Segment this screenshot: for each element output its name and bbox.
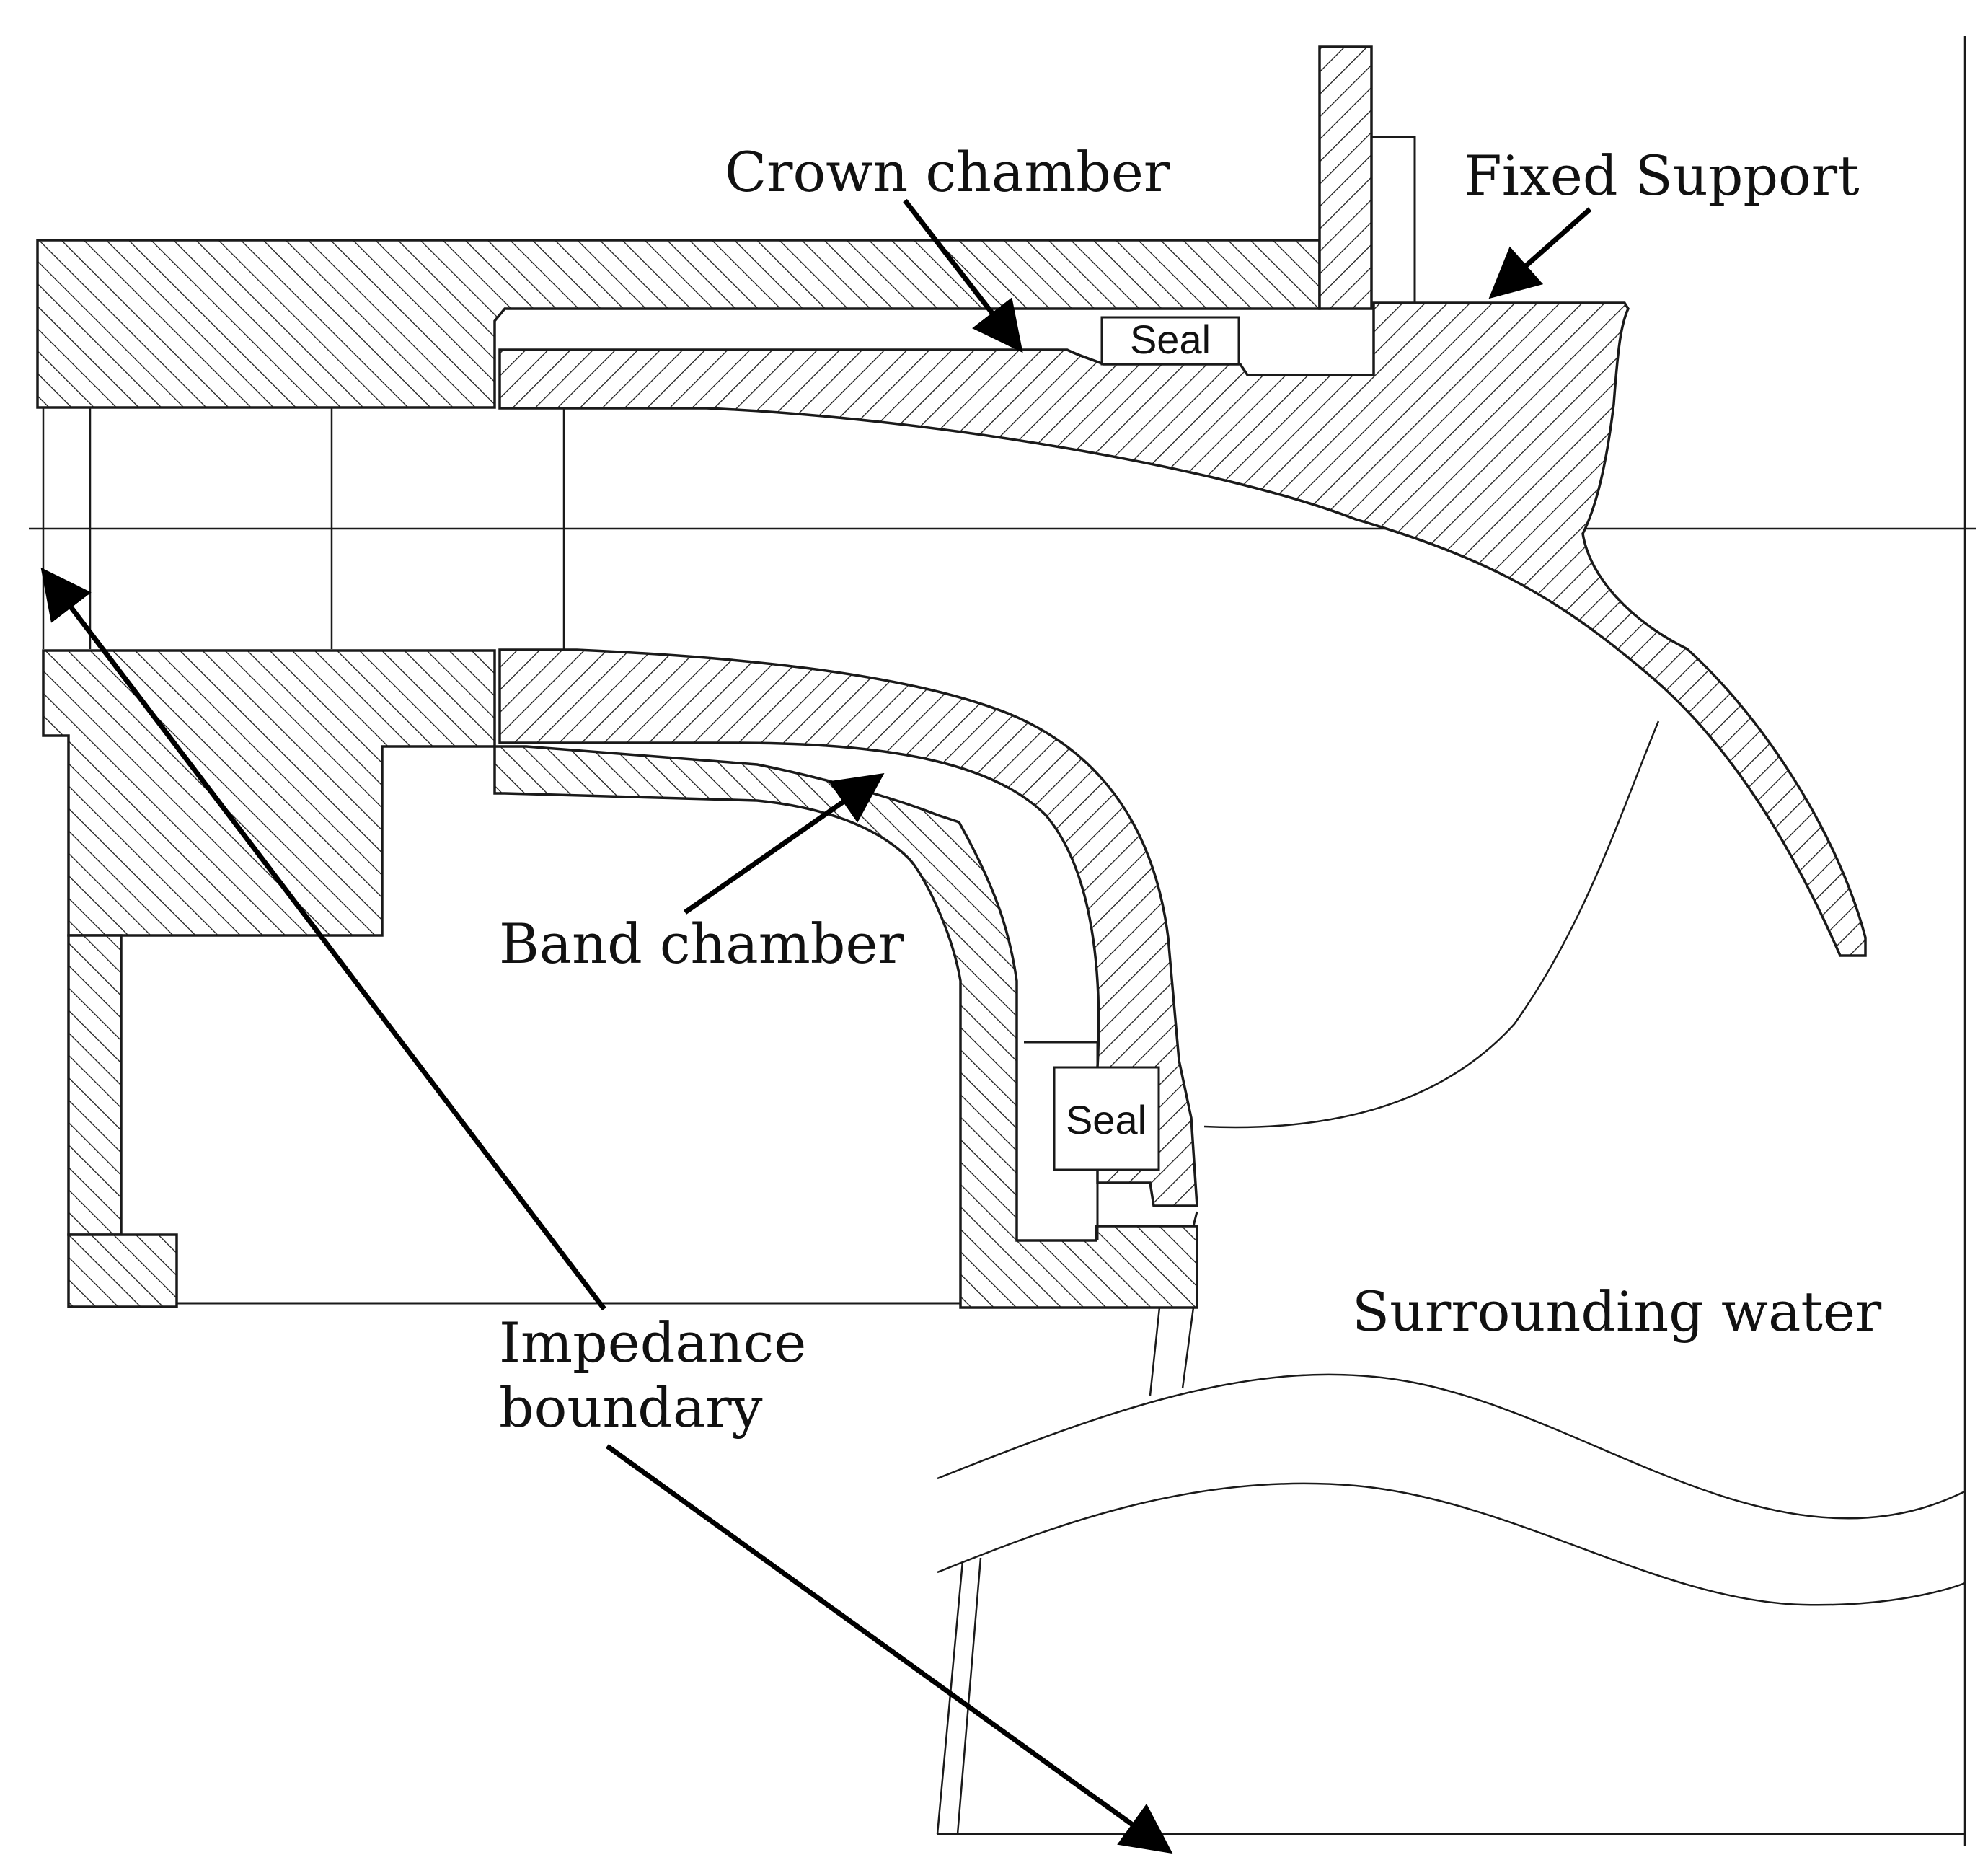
bottom-ring-stem xyxy=(67,934,123,1236)
fixed-support-label: Fixed Support xyxy=(1464,144,1860,208)
band-seal-pocket-line xyxy=(1024,1041,1099,1240)
draft-tube-wall-1 xyxy=(936,1561,964,1835)
draft-line-2 xyxy=(1181,1307,1195,1389)
draft-line-1 xyxy=(1149,1307,1161,1396)
bottom-seal-label: Seal xyxy=(1066,1097,1147,1142)
impedance-boundary-label-line2: boundary xyxy=(499,1375,763,1440)
top-flange-part xyxy=(1318,45,1373,310)
impedance-arrow-lower xyxy=(605,1444,1173,1854)
surrounding-water-label: Surrounding water xyxy=(1352,1279,1882,1344)
bottom-ring-foot xyxy=(67,1233,178,1308)
runner-band-part xyxy=(498,648,1198,1207)
flange-plate-outline xyxy=(1370,136,1416,304)
draft-tube-wall-2 xyxy=(956,1557,982,1835)
band-housing-part xyxy=(493,745,1198,1309)
bottom-ring-part xyxy=(42,649,496,937)
runner-crown-part xyxy=(498,301,1867,957)
top-seal: Seal xyxy=(1100,316,1240,366)
band-chamber-arrow xyxy=(683,772,885,915)
water-wave-upper xyxy=(937,1373,1966,1520)
top-seal-label: Seal xyxy=(1130,317,1211,362)
impedance-boundary-label-line1: Impedance xyxy=(499,1310,806,1375)
blade-edge-line xyxy=(1203,720,1660,1129)
top-seal-box xyxy=(1100,316,1240,366)
impedance-arrow-upper xyxy=(40,567,606,1311)
fixed-support-arrow xyxy=(1488,207,1592,299)
discharge-ring-line xyxy=(1192,1211,1198,1227)
water-wave-lower xyxy=(937,1482,1966,1606)
bottom-seal: Seal xyxy=(1053,1066,1160,1171)
crown-chamber-label: Crown chamber xyxy=(725,140,1170,204)
bottom-seal-box xyxy=(1053,1066,1160,1171)
band-chamber-label: Band chamber xyxy=(499,912,904,976)
crown-chamber-arrow xyxy=(903,198,1023,353)
